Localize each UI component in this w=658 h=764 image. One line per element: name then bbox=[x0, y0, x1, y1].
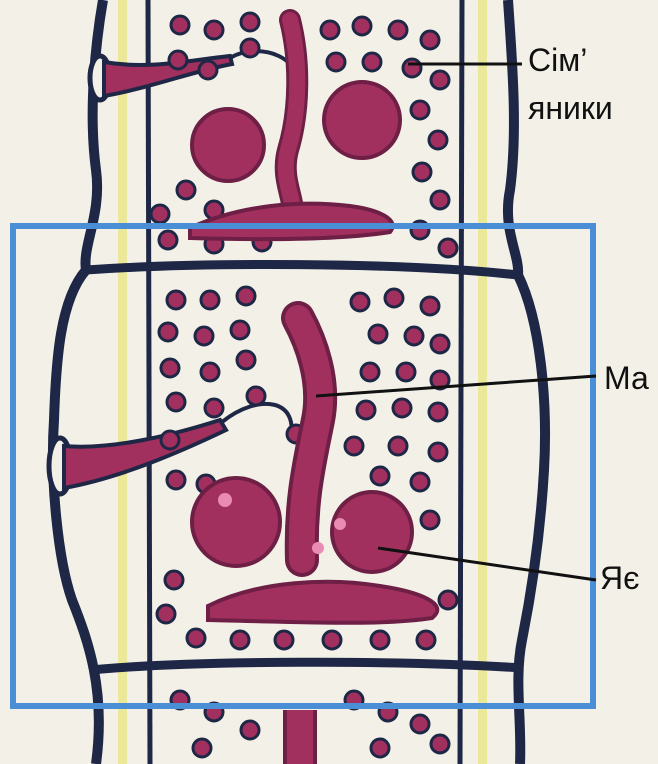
granule bbox=[327, 53, 345, 71]
granule bbox=[371, 467, 389, 485]
granule bbox=[157, 605, 175, 623]
granule bbox=[161, 359, 179, 377]
granule bbox=[205, 399, 223, 417]
right-ovary bbox=[312, 492, 412, 572]
granule bbox=[177, 181, 195, 199]
granule bbox=[159, 231, 177, 249]
granule bbox=[167, 291, 185, 309]
right-gut-wall bbox=[460, 0, 462, 764]
testes-label-line1: Сім’ bbox=[528, 44, 587, 76]
granule bbox=[411, 715, 429, 733]
granule bbox=[417, 631, 435, 649]
granule bbox=[431, 191, 449, 209]
granule bbox=[195, 327, 213, 345]
granule bbox=[371, 631, 389, 649]
uterus-pointer bbox=[316, 376, 596, 396]
granule bbox=[201, 291, 219, 309]
granule bbox=[421, 511, 439, 529]
granule bbox=[385, 289, 403, 307]
granule bbox=[161, 431, 179, 449]
granule bbox=[167, 393, 185, 411]
granule bbox=[199, 61, 217, 79]
granule bbox=[439, 591, 457, 609]
granule bbox=[403, 59, 421, 77]
granule bbox=[187, 629, 205, 647]
left-body-wall bbox=[53, 0, 103, 764]
granule bbox=[247, 387, 265, 405]
granule bbox=[421, 31, 439, 49]
granule bbox=[439, 239, 457, 257]
granule bbox=[201, 363, 219, 381]
granule bbox=[389, 21, 407, 39]
granule bbox=[405, 327, 423, 345]
granule bbox=[357, 401, 375, 419]
granule bbox=[393, 399, 411, 417]
granule bbox=[241, 13, 259, 31]
granule bbox=[421, 297, 439, 315]
granule bbox=[431, 71, 449, 89]
granule bbox=[323, 631, 341, 649]
granule bbox=[429, 131, 447, 149]
septum-bottom bbox=[90, 662, 522, 670]
granule bbox=[397, 363, 415, 381]
ovaries-label: Яє bbox=[600, 562, 639, 594]
granule bbox=[241, 39, 259, 57]
granule bbox=[151, 205, 169, 223]
granule bbox=[231, 321, 249, 339]
left-lateral-stripe bbox=[118, 0, 127, 764]
granule bbox=[429, 443, 447, 461]
granule bbox=[431, 735, 449, 753]
granule bbox=[171, 16, 189, 34]
testes-label-line2: яники bbox=[528, 92, 613, 124]
granule bbox=[237, 287, 255, 305]
granule bbox=[167, 471, 185, 489]
granule bbox=[345, 437, 363, 455]
granule bbox=[411, 101, 429, 119]
right-lateral-stripe bbox=[478, 0, 487, 764]
granule bbox=[169, 51, 187, 69]
uterus-label: Ма bbox=[604, 362, 649, 394]
granule bbox=[371, 739, 389, 757]
granule bbox=[369, 325, 387, 343]
granule bbox=[321, 21, 339, 39]
granule bbox=[351, 293, 369, 311]
granule bbox=[363, 53, 381, 71]
granule bbox=[389, 437, 407, 455]
granule bbox=[429, 403, 447, 421]
granule bbox=[241, 721, 259, 739]
granule bbox=[165, 571, 183, 589]
granule bbox=[205, 21, 223, 39]
left-ovary bbox=[192, 478, 280, 566]
granule bbox=[353, 17, 371, 35]
granule bbox=[361, 363, 379, 381]
granule bbox=[193, 739, 211, 757]
granule bbox=[431, 335, 449, 353]
granule bbox=[159, 323, 177, 341]
granule bbox=[237, 351, 255, 369]
left-gut-wall bbox=[148, 0, 150, 764]
granule bbox=[413, 163, 431, 181]
granule bbox=[275, 631, 293, 649]
granule bbox=[411, 473, 429, 491]
granule bbox=[231, 631, 249, 649]
